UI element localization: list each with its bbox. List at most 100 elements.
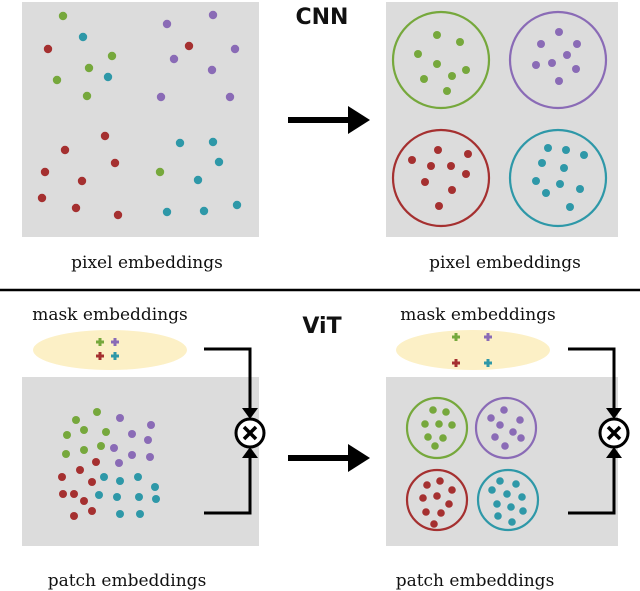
purple-dot: [144, 436, 152, 444]
teal-dot: [560, 164, 568, 172]
red-dot: [100, 131, 110, 141]
purple-dot: [207, 65, 217, 75]
teal-mask-plus: [484, 359, 492, 367]
teal-mask-plus: [111, 352, 119, 360]
teal-dot: [556, 180, 564, 188]
green-dot: [442, 408, 450, 416]
red-dot: [422, 508, 430, 516]
green-dot: [439, 434, 447, 442]
teal-dot: [116, 477, 124, 485]
purple-dot: [517, 434, 525, 442]
patch-embeddings-caption-right: patch embeddings: [396, 571, 555, 591]
green-cluster-ring: [391, 10, 491, 110]
teal-dot: [508, 518, 516, 526]
green-dot: [424, 433, 432, 441]
red-dot: [113, 210, 123, 220]
green-mask-plus: [452, 333, 460, 341]
purple-mask-plus: [484, 333, 492, 341]
purple-dot: [128, 430, 136, 438]
red-cluster-ring: [405, 468, 469, 532]
teal-dot: [193, 175, 203, 185]
green-dot: [52, 75, 62, 85]
green-dot: [448, 421, 456, 429]
red-dot: [184, 41, 194, 51]
vit-arrow-head: [348, 444, 370, 472]
green-dot: [443, 87, 451, 95]
pixel-embeddings-panel-right: [386, 2, 618, 237]
teal-dot: [103, 72, 113, 82]
red-dot: [437, 509, 445, 517]
teal-dot: [512, 480, 520, 488]
red-dot: [433, 492, 441, 500]
connector-arrowhead-right-bottom: [606, 447, 622, 458]
green-dot: [429, 406, 437, 414]
teal-dot: [134, 473, 142, 481]
teal-dot: [214, 157, 224, 167]
connector-arrowhead-left-top: [242, 408, 258, 419]
teal-dot: [518, 493, 526, 501]
multiply-connector-left: [204, 347, 252, 515]
green-dot: [435, 420, 443, 428]
purple-dot: [156, 92, 166, 102]
red-dot: [110, 158, 120, 168]
red-dot: [448, 186, 456, 194]
purple-dot: [225, 92, 235, 102]
red-cluster-ring: [391, 128, 491, 228]
red-dot: [37, 193, 47, 203]
green-dot: [84, 63, 94, 73]
green-dot: [93, 408, 101, 416]
red-mask-plus: [96, 352, 104, 360]
green-cluster-ring: [405, 396, 469, 460]
red-dot: [445, 500, 453, 508]
red-dot: [80, 497, 88, 505]
teal-dot: [566, 203, 574, 211]
green-dot: [433, 31, 441, 39]
teal-dot: [519, 507, 527, 515]
red-dot: [430, 520, 438, 528]
teal-dot: [507, 503, 515, 511]
red-dot: [408, 156, 416, 164]
teal-dot: [208, 137, 218, 147]
purple-dot: [555, 77, 563, 85]
mask-embeddings-ellipse-right: [396, 330, 550, 370]
purple-dot: [572, 65, 580, 73]
green-dot: [63, 431, 71, 439]
teal-dot: [152, 495, 160, 503]
multiply-icon-left: [234, 417, 266, 449]
green-dot: [431, 442, 439, 450]
pixel-clusters-right: [391, 10, 608, 228]
purple-dot: [496, 421, 504, 429]
mask-embeddings-ellipse-left: [33, 330, 187, 370]
red-dot: [448, 486, 456, 494]
teal-dot: [544, 144, 552, 152]
green-dot: [102, 428, 110, 436]
green-dot: [462, 66, 470, 74]
teal-dot: [162, 207, 172, 217]
cnn-arrow-head: [348, 106, 370, 134]
purple-dot: [208, 10, 218, 20]
purple-dot: [128, 451, 136, 459]
purple-dot: [500, 406, 508, 414]
patch-embeddings-caption-left: patch embeddings: [48, 571, 207, 591]
purple-mask-plus: [111, 338, 119, 346]
teal-dot: [116, 510, 124, 518]
purple-dot: [491, 433, 499, 441]
pixel-embeddings-panel-left: [22, 2, 259, 237]
multiply-icon-right: [598, 417, 630, 449]
teal-dot: [580, 151, 588, 159]
green-dot: [448, 72, 456, 80]
red-dot: [43, 44, 53, 54]
red-mask-plus: [452, 359, 460, 367]
green-dot: [155, 167, 165, 177]
teal-dot: [199, 206, 209, 216]
green-dot: [97, 442, 105, 450]
red-dot: [421, 178, 429, 186]
purple-dot: [532, 61, 540, 69]
teal-dot: [135, 493, 143, 501]
vit-title: ViT: [302, 314, 341, 339]
red-dot: [92, 458, 100, 466]
purple-dot: [169, 54, 179, 64]
teal-dot: [494, 512, 502, 520]
teal-dot: [576, 185, 584, 193]
